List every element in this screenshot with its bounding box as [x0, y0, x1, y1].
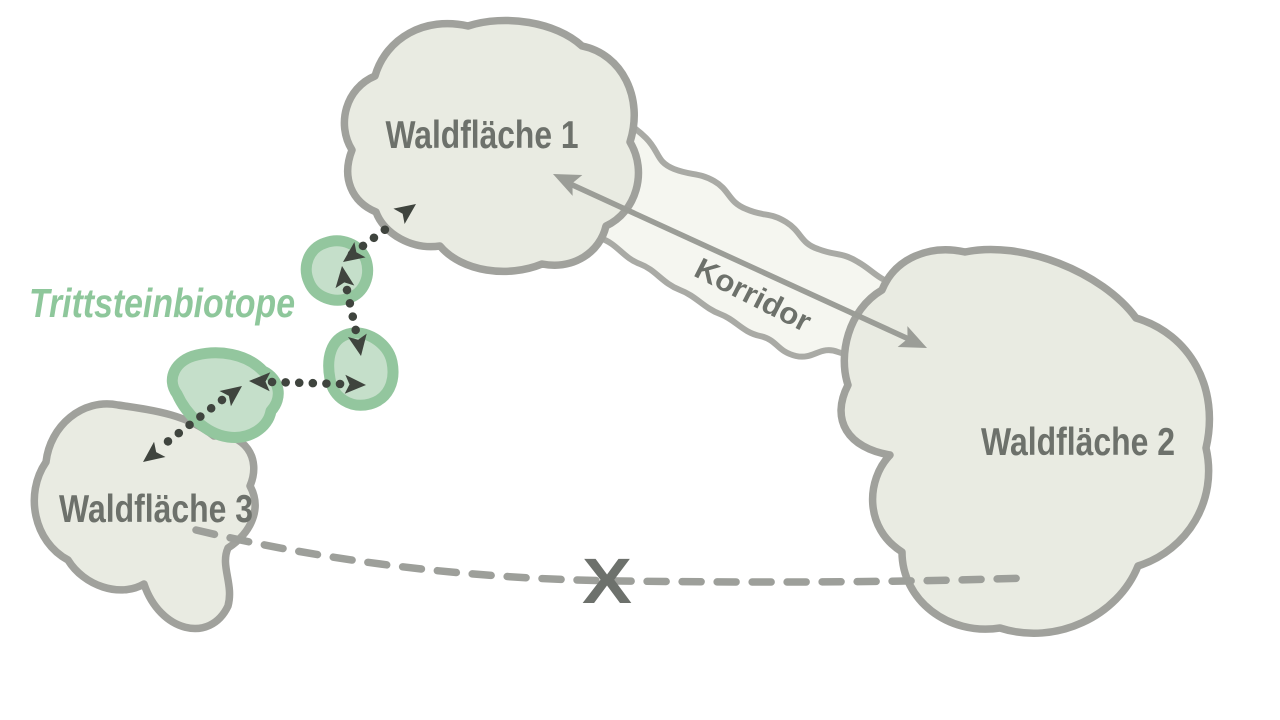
blocked-connection-line: [192, 526, 1029, 586]
dotted-arrowhead-into-stone1-top-icon: [343, 241, 366, 262]
stepping-stone-2-shape: [323, 327, 399, 411]
dotted-arrowhead-into-patch3-icon: [143, 441, 166, 462]
corridor-arrowhead-right-icon: [897, 326, 927, 348]
dotted-arrowhead-into-stone3-bottom-icon: [219, 386, 242, 407]
stepping-stone-connections: [143, 204, 416, 462]
dotted-arrowhead-into-stone2-left-icon: [344, 374, 366, 394]
blocked-x-label: X: [582, 545, 632, 617]
dotted-arrowhead-into-stone2-top-icon: [347, 333, 367, 356]
corridor-arrowhead-left-icon: [553, 174, 583, 196]
corridor-arrow-line: [564, 179, 915, 344]
dotted-segment-stone3-stone2: [267, 377, 346, 389]
forest-patch-2-shape: [837, 245, 1214, 637]
patch2-label: Waldfläche 2: [981, 421, 1175, 464]
corridor-arrow: [553, 174, 927, 348]
dotted-segment-patch1-stone1: [347, 218, 399, 259]
dotted-arrowhead-into-patch1-icon: [393, 204, 416, 225]
patch3-label: Waldfläche 3: [59, 488, 253, 531]
patch1-label: Waldfläche 1: [386, 114, 579, 157]
stepping-stones-label: Trittsteinbiotope: [29, 280, 295, 326]
dotted-segment-stone1-stone2: [342, 285, 362, 341]
dotted-segment-stone3-patch3: [157, 395, 227, 451]
stepping-stone-1-shape: [300, 235, 374, 306]
dotted-arrowhead-into-stone3-right-icon: [249, 372, 271, 392]
forest-patch-1-shape: [340, 16, 643, 276]
dotted-arrowhead-into-stone1-bottom-icon: [335, 266, 355, 289]
